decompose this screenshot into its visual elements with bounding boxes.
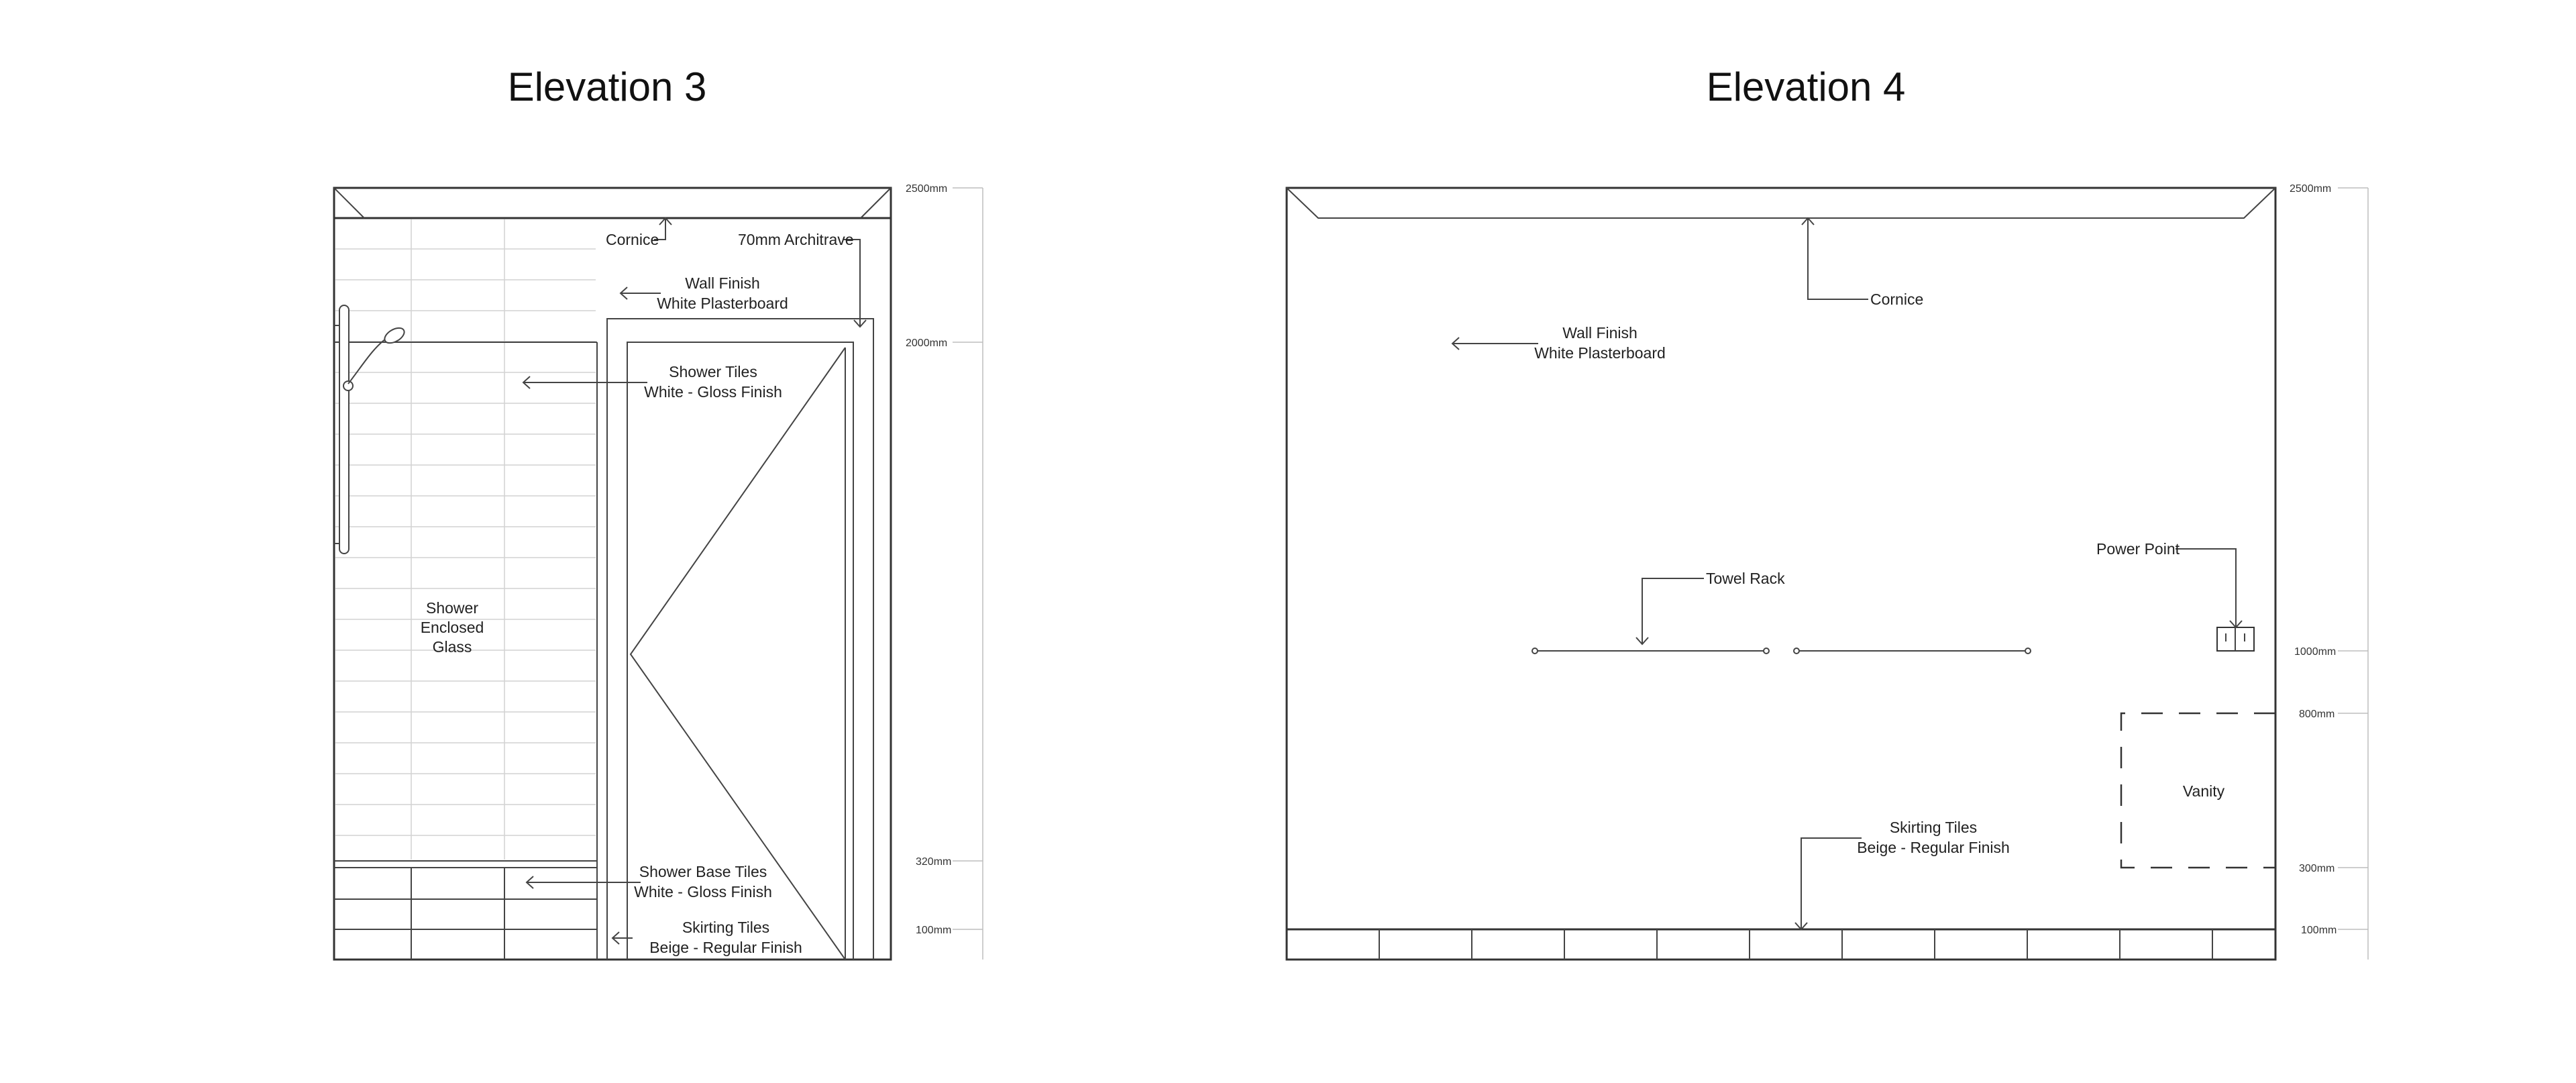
svg-text:Cornice: Cornice (1870, 291, 1923, 308)
svg-text:Towel Rack: Towel Rack (1706, 570, 1785, 587)
svg-text:1000mm: 1000mm (2294, 646, 2336, 658)
svg-text:Power Point: Power Point (2096, 540, 2180, 558)
elevation-4-wall-outline (1285, 187, 2277, 961)
skirting-tiles (1379, 929, 2213, 960)
arrow-down-icon (2229, 620, 2243, 629)
elevation-3: Elevation 3 (333, 64, 983, 961)
door-frame (627, 342, 854, 960)
arrow-left-icon (611, 931, 620, 945)
elevation-3-cornice-corner-left (333, 187, 365, 219)
label-shower-base-tiles: Shower Base Tiles White - Gloss Finish (525, 863, 772, 900)
dimension-300: 300mm (2299, 863, 2368, 874)
elevation-4: Elevation 4 Vanity (1285, 64, 2369, 961)
dimension-1000: 1000mm (2294, 646, 2368, 658)
rail-bracket-icon (1532, 648, 1538, 654)
towel-rack (1532, 648, 2031, 654)
svg-text:White - Gloss Finish: White - Gloss Finish (634, 883, 772, 900)
svg-text:100mm: 100mm (2301, 925, 2337, 936)
elevation-4-title: Elevation 4 (1707, 64, 1906, 109)
arrow-up-icon (1801, 217, 1815, 225)
svg-text:2500mm: 2500mm (906, 183, 947, 195)
label-shower-enclosed-glass: Shower Enclosed Glass (421, 599, 484, 656)
label-vanity: Vanity (2183, 782, 2225, 800)
arrow-down-icon (853, 319, 867, 328)
svg-text:Glass: Glass (433, 638, 472, 656)
rail-bracket-icon (1763, 648, 1770, 654)
svg-text:Shower: Shower (426, 599, 478, 617)
label-wall-finish: Wall Finish White Plasterboard (1451, 324, 1666, 362)
dimension-2500: 2500mm (906, 183, 983, 195)
dimension-2500: 2500mm (2290, 183, 2368, 195)
svg-text:320mm: 320mm (916, 856, 951, 868)
svg-text:Cornice: Cornice (606, 231, 659, 248)
elevation-4-cornice (1286, 187, 2276, 219)
shower-rail (334, 305, 405, 554)
svg-text:2500mm: 2500mm (2290, 183, 2331, 195)
architrave-outer (606, 318, 874, 960)
svg-text:White - Gloss Finish: White - Gloss Finish (644, 383, 782, 401)
arrow-left-icon (522, 376, 531, 389)
svg-text:Skirting Tiles: Skirting Tiles (1890, 819, 1977, 836)
label-skirting-tiles: Skirting Tiles Beige - Regular Finish (1794, 819, 2010, 931)
shower-head-icon (384, 327, 405, 344)
svg-text:70mm Architrave: 70mm Architrave (738, 231, 854, 248)
dimension-100: 100mm (2301, 925, 2368, 936)
svg-text:Beige - Regular Finish: Beige - Regular Finish (649, 939, 802, 956)
svg-text:100mm: 100mm (916, 925, 951, 936)
svg-text:Beige - Regular Finish: Beige - Regular Finish (1857, 839, 2010, 856)
dimension-800: 800mm (2299, 709, 2368, 720)
label-cornice: Cornice (606, 217, 672, 248)
label-skirting-tiles: Skirting Tiles Beige - Regular Finish (611, 919, 802, 956)
svg-text:White Plasterboard: White Plasterboard (1534, 344, 1666, 362)
arrow-down-icon (1794, 922, 1808, 931)
svg-text:Wall Finish: Wall Finish (1562, 324, 1638, 342)
dimension-320: 320mm (916, 856, 983, 868)
svg-text:800mm: 800mm (2299, 709, 2334, 720)
dimension-2000: 2000mm (906, 338, 983, 349)
svg-text:Skirting Tiles: Skirting Tiles (682, 919, 769, 936)
elevation-3-title: Elevation 3 (508, 64, 707, 109)
label-cornice: Cornice (1801, 217, 1923, 308)
svg-text:Enclosed: Enclosed (421, 619, 484, 636)
label-architrave: 70mm Architrave (738, 231, 867, 328)
svg-text:Shower Base Tiles: Shower Base Tiles (639, 863, 767, 880)
arrow-up-icon (659, 217, 672, 225)
svg-text:White Plasterboard: White Plasterboard (657, 295, 788, 312)
arrow-left-icon (619, 287, 628, 300)
label-wall-finish: Wall Finish White Plasterboard (619, 274, 788, 312)
arrow-left-icon (1451, 337, 1460, 350)
label-shower-tiles: Shower Tiles White - Gloss Finish (522, 363, 782, 401)
svg-text:Shower Tiles: Shower Tiles (669, 363, 757, 380)
rail-bracket-icon (1793, 648, 1800, 654)
label-power-point: Power Point (2096, 540, 2243, 629)
elevation-3-wall-outline (333, 187, 892, 961)
svg-text:Wall Finish: Wall Finish (685, 274, 760, 292)
label-towel-rack: Towel Rack (1635, 570, 1785, 646)
door-swing-indicator (629, 347, 846, 960)
vanity-outline (2120, 712, 2275, 869)
elevation-3-cornice-corner-right (860, 187, 892, 219)
shower-wall-tiles (335, 219, 596, 860)
rail-bracket-icon (2025, 648, 2031, 654)
dimension-100: 100mm (916, 925, 983, 936)
arrow-left-icon (525, 876, 534, 889)
svg-text:2000mm: 2000mm (906, 338, 947, 349)
arrow-down-icon (1635, 637, 1649, 646)
power-point-icon (2216, 627, 2255, 652)
door (606, 318, 874, 960)
svg-text:300mm: 300mm (2299, 863, 2334, 874)
